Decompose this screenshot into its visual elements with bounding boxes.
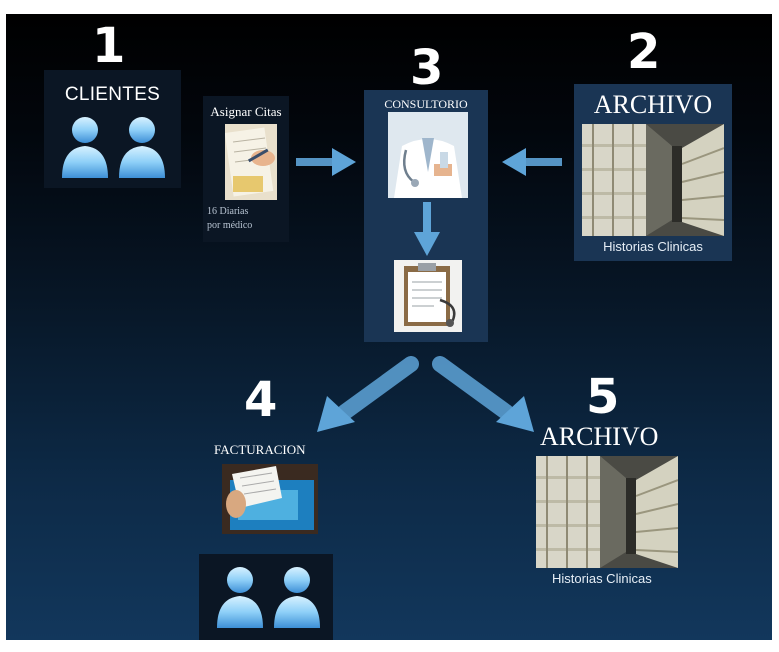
appointment-photo [225, 124, 277, 200]
archive-shelves-photo [536, 456, 678, 568]
citas-panel: Asignar Citas 16 Diarias por médico [203, 96, 289, 242]
clientes-panel: CLIENTES [44, 70, 181, 188]
facturacion-clients-panel [199, 554, 333, 640]
step-number-4: 4 [244, 372, 278, 428]
archivo-bottom-title: ARCHIVO [540, 422, 659, 451]
facturacion-title: FACTURACION [214, 442, 306, 457]
archivo-top-panel: ARCHIVO Hi [574, 84, 732, 261]
arrow-right-icon [296, 148, 356, 176]
arrow-down-left-icon [317, 356, 419, 432]
clientes-title: CLIENTES [64, 84, 161, 105]
person-icon [274, 567, 320, 628]
step-number-5: 5 [586, 369, 620, 425]
user-pair-icon [62, 117, 165, 178]
doctor-photo [388, 112, 468, 198]
person-icon [119, 117, 165, 178]
consultorio-title: CONSULTORIO [384, 97, 468, 111]
arrow-down-icon [414, 202, 440, 256]
archivo-top-caption: Historias Clinicas [603, 239, 703, 254]
process-diagram: 1 2 3 4 5 CLIENTES Asignar Citas [6, 14, 772, 640]
invoice-photo [222, 464, 318, 534]
arrow-left-icon [502, 148, 562, 176]
step-number-1: 1 [92, 18, 126, 74]
arrow-down-right-icon [432, 356, 534, 432]
citas-note-line1: 16 Diarias [207, 206, 249, 217]
citas-note-line2: por médico [207, 220, 253, 231]
step-number-2: 2 [627, 24, 661, 80]
user-pair-icon [217, 567, 320, 628]
archivo-top-title: ARCHIVO [593, 90, 713, 119]
archive-shelves-photo [582, 124, 724, 236]
consultorio-panel: CONSULTORIO [364, 90, 488, 342]
archivo-bottom-caption: Historias Clinicas [552, 571, 652, 586]
person-icon [62, 117, 108, 178]
step-number-3: 3 [410, 40, 444, 96]
citas-title: Asignar Citas [210, 104, 282, 119]
person-icon [217, 567, 263, 628]
clipboard-photo [394, 260, 462, 332]
